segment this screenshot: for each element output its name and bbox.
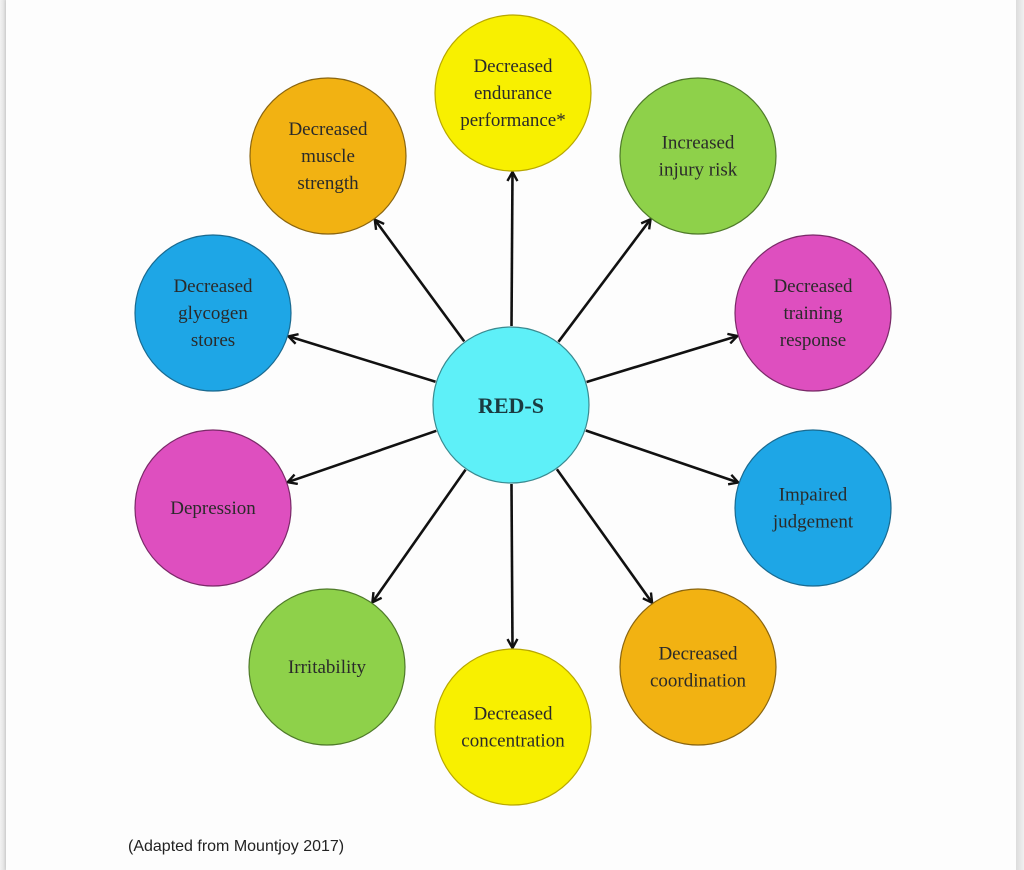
center-label: RED-S	[478, 393, 544, 418]
center-circle	[432, 326, 590, 484]
node-label-coordination: coordination	[650, 671, 747, 692]
node-injury: Increased injury risk	[619, 77, 777, 235]
node-judgement: Impaired judgement	[734, 429, 892, 587]
arrow-to-training	[586, 336, 738, 384]
node-endurance: Decreased endurance performance*	[434, 14, 592, 172]
arrow-to-concentration	[511, 483, 512, 648]
node-label-concentration: Decreased	[473, 704, 553, 725]
node-circle-irritability	[248, 588, 406, 746]
node-circle-endurance	[434, 14, 592, 172]
node-circle-glycogen	[134, 234, 292, 392]
node-circle-training	[734, 234, 892, 392]
node-depression: Depression	[134, 429, 292, 587]
arrow-to-muscle	[375, 220, 466, 343]
node-label-training: response	[780, 330, 846, 351]
node-label-endurance: Decreased	[473, 56, 553, 77]
node-label-coordination: Decreased	[658, 644, 738, 665]
node-label-endurance: performance*	[460, 110, 566, 131]
arrows-group	[288, 172, 739, 648]
arrow-to-injury	[557, 219, 650, 343]
arrow-to-irritability	[372, 468, 467, 603]
node-label-muscle: muscle	[301, 146, 355, 167]
node-label-training: Decreased	[773, 276, 853, 297]
node-irritability: Irritability	[248, 588, 406, 746]
arrow-to-glycogen	[288, 336, 436, 383]
node-glycogen: Decreased glycogen stores	[134, 234, 292, 392]
arrow-to-coordination	[555, 468, 652, 602]
page-edge-right	[1016, 0, 1024, 870]
node-circle-injury	[619, 77, 777, 235]
arrow-to-judgement	[585, 429, 738, 483]
node-circle-concentration	[434, 648, 592, 806]
page-edge-left	[0, 0, 6, 870]
node-training: Decreased training response	[734, 234, 892, 392]
node-circle-depression	[134, 429, 292, 587]
node-label-injury: Increased	[662, 133, 735, 154]
node-circle-judgement	[734, 429, 892, 587]
node-label-glycogen: glycogen	[178, 303, 248, 324]
node-label-injury: injury risk	[659, 160, 738, 181]
node-label-depression: Depression	[170, 498, 256, 519]
node-muscle: Decreased muscle strength	[249, 77, 407, 235]
center-node: RED-S	[432, 326, 590, 484]
node-label-glycogen: Decreased	[173, 276, 253, 297]
node-label-judgement: Impaired	[779, 485, 848, 506]
source-caption: (Adapted from Mountjoy 2017)	[128, 838, 345, 855]
node-label-judgement: judgement	[772, 512, 854, 533]
node-label-irritability: Irritability	[288, 657, 367, 678]
arrow-to-depression	[288, 429, 437, 482]
nodes-group: Decreased endurance performance* Increased i…	[134, 14, 892, 806]
node-coordination: Decreased coordination	[619, 588, 777, 746]
node-circle-muscle	[249, 77, 407, 235]
node-label-glycogen: stores	[191, 330, 235, 351]
node-circle-coordination	[619, 588, 777, 746]
node-label-muscle: strength	[297, 173, 359, 194]
node-label-concentration: concentration	[461, 731, 565, 752]
node-concentration: Decreased concentration	[434, 648, 592, 806]
node-label-training: training	[783, 303, 843, 324]
node-label-muscle: Decreased	[288, 119, 368, 140]
arrow-to-endurance	[512, 172, 513, 327]
node-label-endurance: endurance	[474, 83, 552, 104]
